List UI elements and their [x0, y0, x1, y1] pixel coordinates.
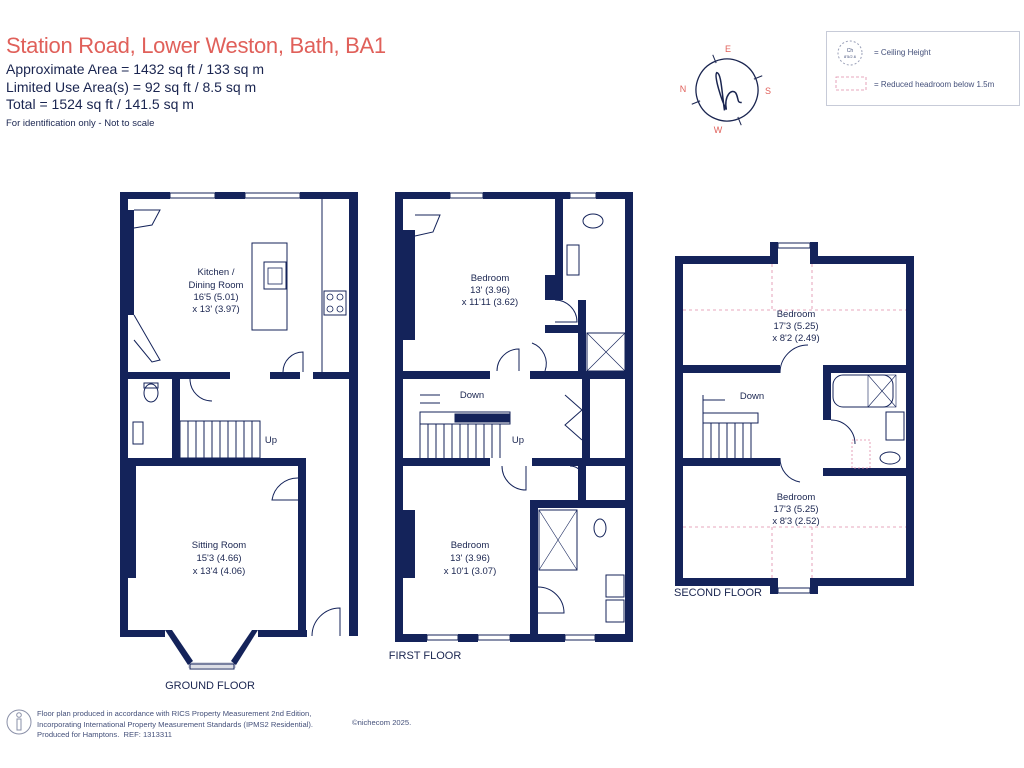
- sitting-room-dim-1: 15'3 (4.66): [196, 553, 241, 564]
- footer-line-2: Incorporating International Property Mea…: [37, 719, 314, 729]
- second-bedroom-bottom-dim-2: x 8'3 (2.52): [772, 516, 819, 527]
- footer-line-1: Floor plan produced in accordance with R…: [37, 709, 312, 718]
- first-bedroom-bottom-name: Bedroom: [451, 540, 490, 551]
- legend-ceiling-label: = Ceiling Height: [874, 48, 931, 57]
- first-bedroom-top-name: Bedroom: [471, 273, 510, 284]
- limited-use-area: Limited Use Area(s) = 92 sq ft / 8.5 sq …: [6, 79, 257, 95]
- info-person-icon: [6, 709, 32, 735]
- footer-ref: REF: 1313311: [123, 730, 172, 739]
- compass-n: N: [680, 84, 687, 94]
- ground-stair-up: Up: [265, 435, 277, 446]
- page-title: Station Road, Lower Weston, Bath, BA1: [6, 33, 386, 58]
- ground-floor-label: GROUND FLOOR: [165, 680, 255, 692]
- kitchen-dim-1: 16'5 (5.01): [193, 292, 238, 303]
- kitchen-name-2: Dining Room: [189, 280, 244, 291]
- first-floor-label: FIRST FLOOR: [389, 650, 462, 662]
- first-bedroom-bottom-dim-1: 13' (3.96): [450, 553, 490, 564]
- compass-s: S: [765, 86, 771, 96]
- legend-reduced-label: = Reduced headroom below 1.5m: [874, 80, 995, 89]
- svg-text:Ch: Ch: [847, 48, 854, 54]
- compass-icon: [691, 54, 763, 126]
- total-area: Total = 1524 sq ft / 141.5 sq m: [6, 96, 194, 112]
- first-floor-plan: [395, 192, 633, 642]
- compass-e: E: [725, 44, 731, 54]
- second-bedroom-bottom-name: Bedroom: [777, 492, 816, 503]
- kitchen-dim-2: x 13' (3.97): [192, 304, 239, 315]
- second-bedroom-bottom-dim-1: 17'3 (5.25): [773, 504, 818, 515]
- brand-credit: ©nichecom 2025.: [352, 718, 412, 727]
- compass-w: W: [714, 125, 723, 135]
- first-bedroom-top-dim-2: x 11'11 (3.62): [462, 297, 518, 308]
- second-floor-label: SECOND FLOOR: [674, 587, 762, 599]
- footer-line-3: Produced for Hamptons.: [37, 730, 120, 739]
- approximate-area: Approximate Area = 1432 sq ft / 133 sq m: [6, 61, 264, 77]
- first-stair-down: Down: [460, 390, 484, 401]
- first-stair-up: Up: [512, 435, 524, 446]
- sitting-room-dim-2: x 13'4 (4.06): [193, 566, 246, 577]
- disclaimer-note: For identification only - Not to scale: [6, 118, 155, 129]
- svg-text:8'5/2.6: 8'5/2.6: [844, 54, 857, 59]
- second-floor-plan: [675, 242, 914, 594]
- footer-notes: Floor plan produced in accordance with R…: [37, 709, 313, 741]
- second-bedroom-top-dim-2: x 8'2 (2.49): [772, 333, 819, 344]
- legend-symbols: Ch 8'5/2.6: [835, 40, 867, 91]
- legend-box: [826, 31, 1020, 106]
- first-bedroom-top-dim-1: 13' (3.96): [470, 285, 510, 296]
- second-bedroom-top-name: Bedroom: [777, 309, 816, 320]
- second-stair-down: Down: [740, 391, 764, 402]
- kitchen-name-1: Kitchen /: [198, 267, 235, 278]
- second-bedroom-top-dim-1: 17'3 (5.25): [773, 321, 818, 332]
- first-bedroom-bottom-dim-2: x 10'1 (3.07): [444, 566, 497, 577]
- sitting-room-name: Sitting Room: [192, 540, 246, 551]
- ground-floor-plan: [120, 192, 358, 670]
